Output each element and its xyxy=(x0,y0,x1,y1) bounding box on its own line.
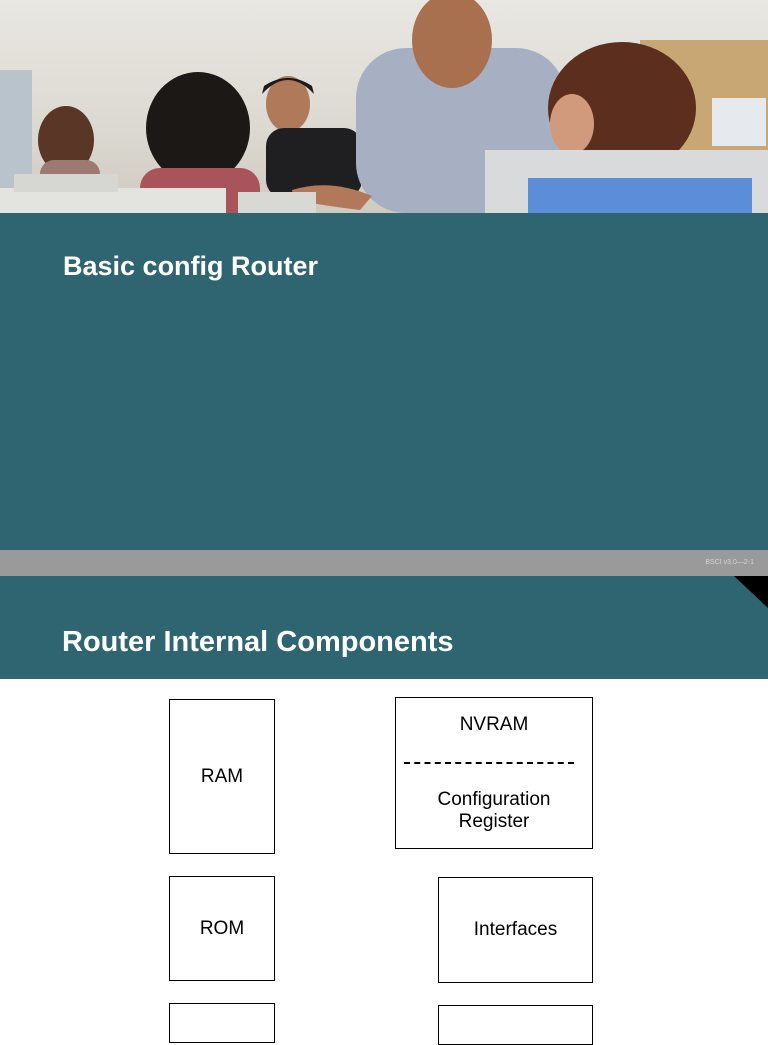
interfaces-box: Interfaces xyxy=(438,877,593,983)
rom-box: ROM xyxy=(169,876,275,981)
nvram-divider xyxy=(404,762,574,764)
bottom-right-box-partial xyxy=(438,1005,593,1045)
nvram-label: NVRAM xyxy=(396,714,592,736)
slide-1-footer: BSCI v3.0—2-1 xyxy=(0,550,768,576)
flash-box-partial xyxy=(169,1003,275,1043)
config-register-line-1: Configuration xyxy=(437,789,550,810)
monitor-right-screen xyxy=(528,178,752,213)
person-seated-head xyxy=(146,72,250,184)
person-right-face xyxy=(550,94,594,154)
config-register-line-2: Register xyxy=(459,811,530,832)
header-photo xyxy=(0,0,768,213)
wall-note xyxy=(712,98,766,146)
corner-triangle-icon xyxy=(734,576,768,608)
slide-1-title: Basic config Router xyxy=(63,251,318,282)
slide-code: BSCI v3.0—2-1 xyxy=(705,559,754,566)
interfaces-label: Interfaces xyxy=(474,919,557,941)
ram-box: RAM xyxy=(169,699,275,854)
nvram-box: NVRAM Configuration Register xyxy=(395,697,593,849)
ram-label: RAM xyxy=(201,766,243,788)
rom-label: ROM xyxy=(200,918,244,940)
configuration-register-label: Configuration Register xyxy=(396,789,592,833)
classroom-photo-illustration xyxy=(0,0,768,213)
slide-1: Basic config Router xyxy=(0,213,768,550)
slide-2-title: Router Internal Components xyxy=(62,626,454,659)
slide-2-header: Router Internal Components xyxy=(0,576,768,679)
